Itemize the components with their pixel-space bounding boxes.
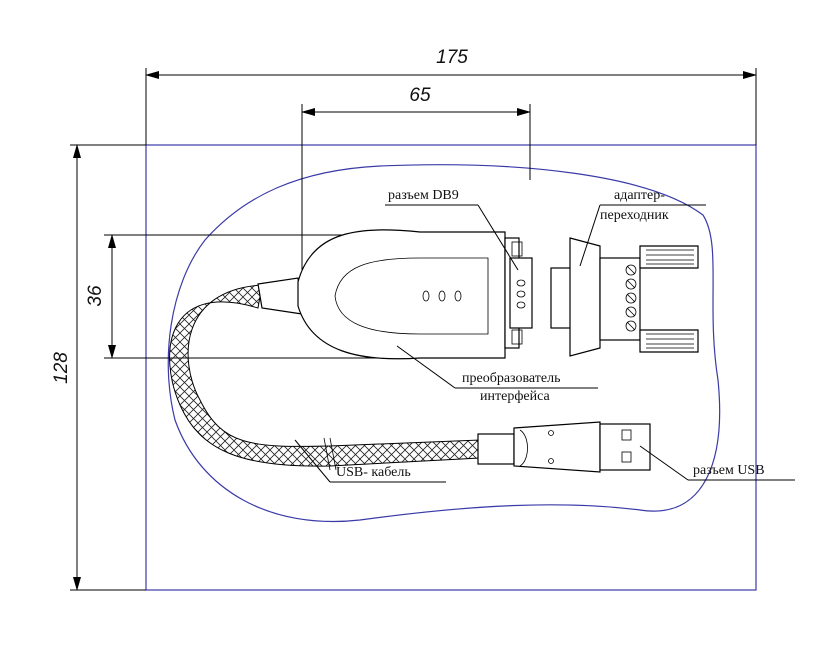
label-db9: разъем DB9	[385, 188, 519, 271]
label-db9-text: разъем DB9	[388, 188, 459, 203]
label-adapter: адаптер- переходник	[579, 188, 706, 267]
strain-relief	[257, 277, 303, 315]
label-usb-cable-text: USB- кабель	[336, 465, 411, 480]
cable-break-mark	[323, 437, 331, 471]
dimension-body-height-label: 36	[85, 285, 106, 307]
label-adapter-line2: переходник	[600, 208, 669, 223]
dimension-overall-height-label: 128	[51, 352, 72, 384]
db9-connector	[504, 237, 533, 349]
insert-outline	[167, 164, 721, 523]
converter-recess	[334, 257, 489, 335]
adapter-block	[550, 237, 699, 357]
dimension-overall-width: 175	[145, 47, 757, 145]
dimension-connector-span-label: 65	[409, 85, 431, 106]
label-converter-line1: преобразователь	[462, 371, 560, 386]
dimension-body-height: 36	[85, 234, 400, 359]
label-converter: преобразователь интерфейса	[396, 345, 598, 404]
usb-cable-braid	[169, 284, 481, 467]
converter-body	[297, 229, 506, 360]
package-frame	[145, 144, 757, 591]
label-usb-connector-text: разъем USB	[693, 463, 765, 478]
converter-leds	[422, 290, 462, 302]
label-usb-connector: разъем USB	[639, 445, 795, 481]
dimension-connector-span: 65	[301, 85, 531, 290]
label-adapter-line1: адаптер-	[614, 188, 665, 203]
dimension-overall-width-label: 175	[436, 47, 468, 68]
dimension-overall-height: 128	[51, 144, 146, 591]
label-usb-cable: USB- кабель	[294, 439, 446, 483]
usb-plug	[477, 421, 651, 473]
label-converter-line2: интерфейса	[480, 389, 550, 404]
